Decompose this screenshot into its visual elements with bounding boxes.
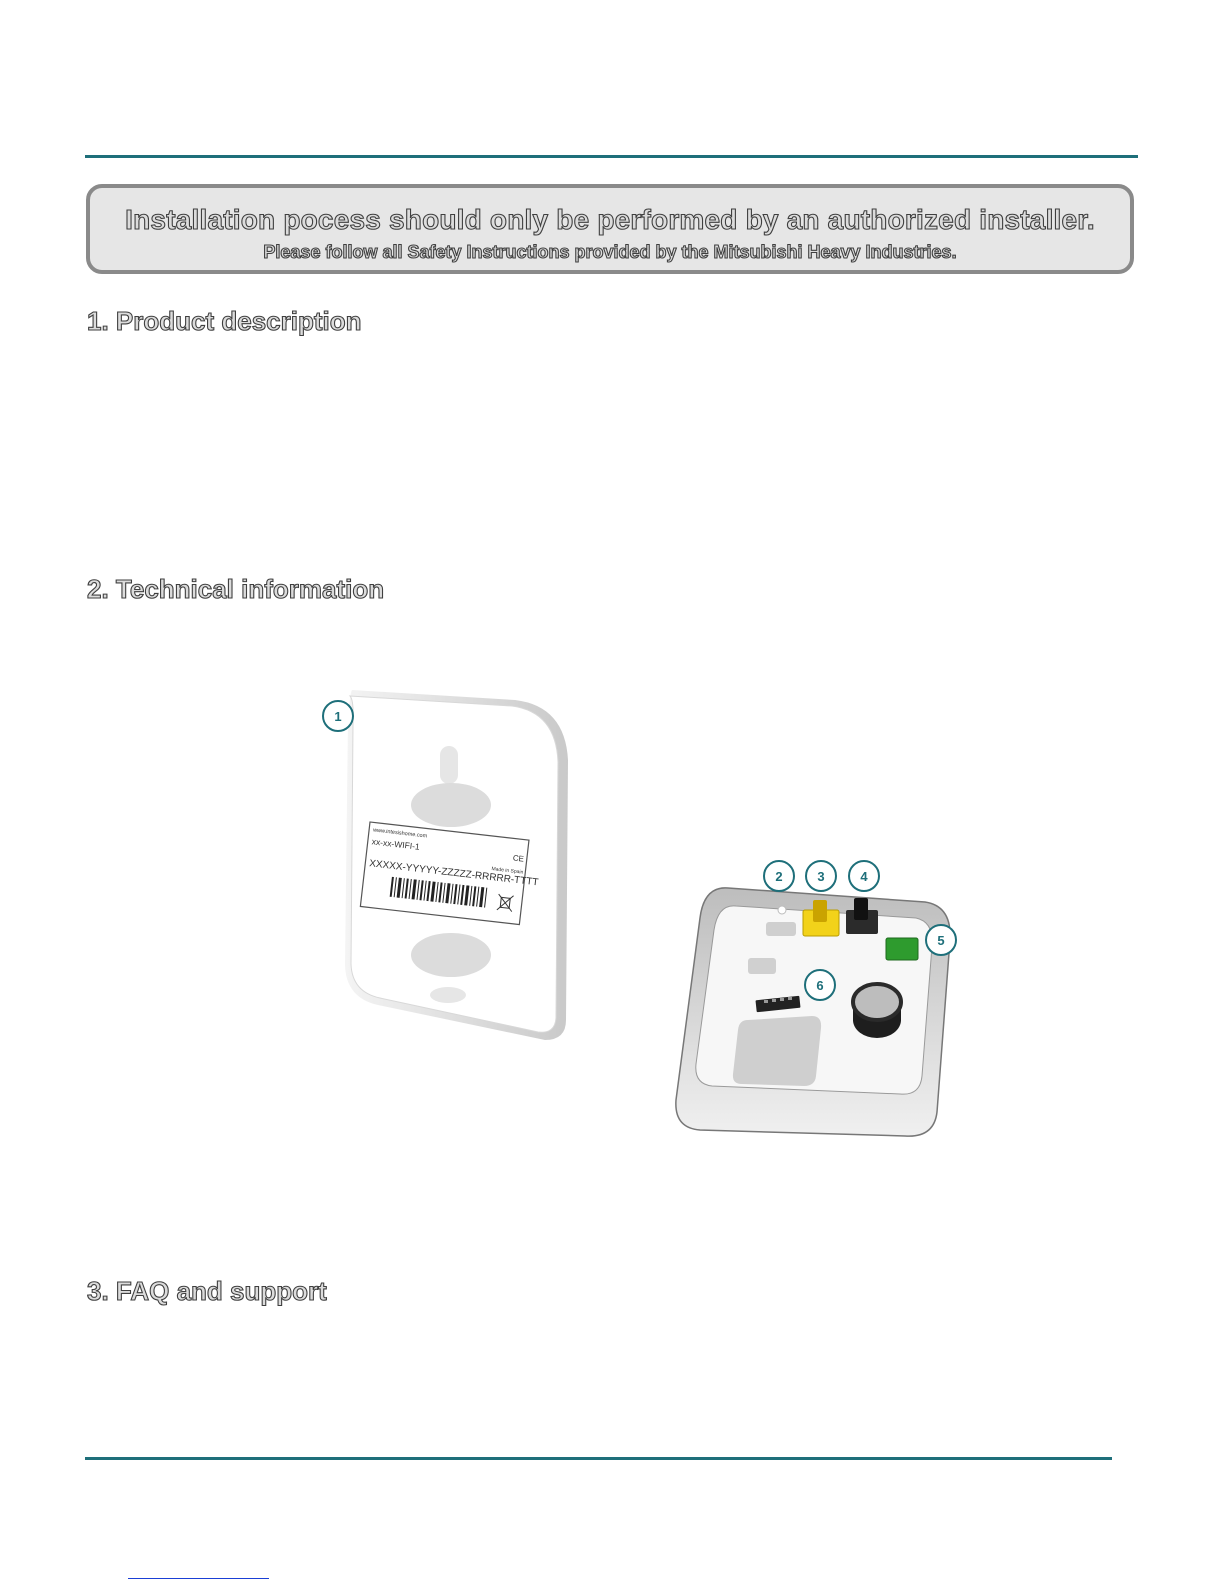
section-heading-faq: 3. FAQ and support xyxy=(86,1275,327,1306)
callout-5: 5 xyxy=(925,924,957,956)
wifi-module xyxy=(732,1016,822,1086)
back-plate: www.intesishome.com xx-xx-WIFI-1 CE Made… xyxy=(345,690,568,1040)
section-heading-product: 1. Product description xyxy=(86,305,362,336)
footer-rule xyxy=(85,1457,1112,1460)
section-heading-technical: 2. Technical information xyxy=(86,573,385,604)
push-button xyxy=(846,898,878,934)
buzzer xyxy=(851,982,903,1038)
svg-text:3: 3 xyxy=(817,869,824,884)
svg-text:2: 2 xyxy=(775,869,782,884)
mounting-slot-bottom xyxy=(430,987,466,1003)
header-rule xyxy=(85,155,1138,158)
mounting-hole-bottom xyxy=(411,933,491,977)
pin-header xyxy=(755,995,801,1013)
crossed-bin-icon xyxy=(496,893,514,912)
svg-text:1: 1 xyxy=(334,709,341,724)
footer-link[interactable] xyxy=(128,1578,269,1579)
barcode-icon xyxy=(389,876,488,908)
callout-2: 2 xyxy=(763,860,795,892)
component-small xyxy=(766,922,796,936)
warning-title: Installation pocess should only be perfo… xyxy=(125,203,1096,235)
mounting-slot-top xyxy=(440,746,458,784)
yellow-dip-switch xyxy=(802,900,840,937)
mounting-hole-top xyxy=(411,783,491,827)
svg-text:4: 4 xyxy=(860,869,868,884)
callout-6: 6 xyxy=(804,969,836,1001)
status-led xyxy=(777,905,787,915)
installer-warning-box: Installation pocess should only be perfo… xyxy=(86,184,1134,274)
label-ce-mark: CE xyxy=(512,853,524,863)
warning-subtitle: Please follow all Safety Instructions pr… xyxy=(263,241,957,262)
svg-text:6: 6 xyxy=(816,978,823,993)
callout-4: 4 xyxy=(848,860,880,892)
svg-text:5: 5 xyxy=(937,933,944,948)
product-label: www.intesishome.com xx-xx-WIFI-1 CE Made… xyxy=(359,821,539,926)
green-terminal-connector xyxy=(885,937,919,961)
callout-3: 3 xyxy=(805,860,837,892)
label-origin: Made in Spain xyxy=(491,866,524,876)
callout-1: 1 xyxy=(322,700,354,732)
open-case xyxy=(675,887,951,1137)
component-small-2 xyxy=(748,958,776,974)
